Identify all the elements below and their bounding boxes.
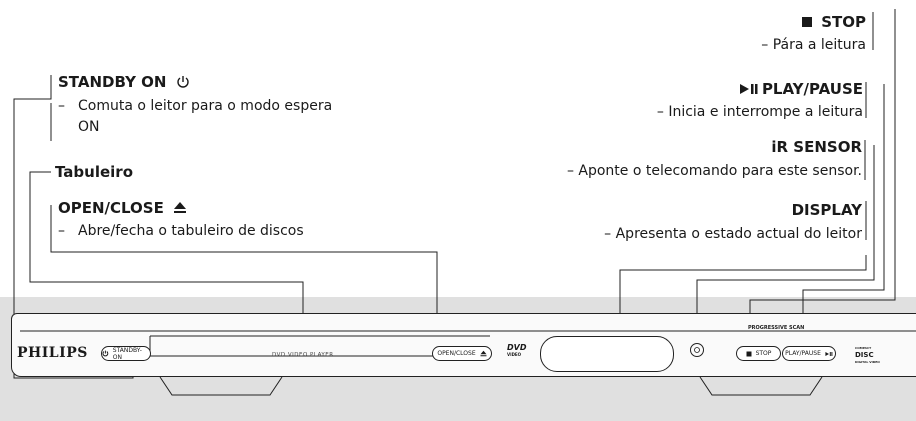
dvd-player-front	[11, 313, 916, 377]
play-pause-icon	[825, 351, 833, 356]
progressive-scan-label: PROGRESSIVE SCAN	[748, 325, 805, 331]
display-title: DISPLAY	[791, 201, 862, 219]
eject-icon	[174, 202, 187, 213]
standby-desc-line2: ON	[78, 119, 100, 135]
display-desc: – Apresenta o estado actual do leitor	[604, 226, 862, 242]
play-pause-desc: – Inicia e interrompe a leitura	[656, 104, 863, 120]
philips-logo: PHILIPS	[17, 345, 88, 361]
ir-sensor-icon	[694, 347, 700, 353]
open-close-desc: –Abre/fecha o tabuleiro de discos	[58, 223, 304, 239]
play-pause-icon	[739, 84, 758, 94]
dvd-video-logo: DVD VIDEO	[507, 343, 527, 357]
ir-sensor-title: iR SENSOR	[771, 138, 862, 156]
power-icon	[102, 350, 109, 357]
stop-button[interactable]: STOP	[736, 346, 781, 361]
open-close-title: OPEN/CLOSE	[58, 199, 187, 217]
disc-tray-label: DVD VIDEO PLAYER	[272, 352, 334, 358]
play-pause-title: PLAY/PAUSE	[739, 80, 863, 98]
compact-disc-logo: COMPACT DISC DIGITAL VIDEO	[855, 346, 880, 364]
display-window	[540, 336, 674, 372]
standby-on-button[interactable]: STANDBY-ON	[101, 346, 151, 361]
eject-icon	[480, 350, 487, 357]
open-close-button[interactable]: OPEN/CLOSE	[432, 346, 492, 361]
ir-sensor-desc: – Aponte o telecomando para este sensor.	[566, 163, 862, 179]
standby-title: STANDBY ON	[58, 73, 190, 91]
stop-square-icon	[746, 351, 752, 356]
play-pause-button[interactable]: PLAY/PAUSE	[782, 346, 836, 361]
standby-desc-line1: –Comuta o leitor para o modo espera	[58, 98, 333, 114]
stop-title: STOP	[801, 13, 866, 31]
ir-sensor-window	[690, 343, 704, 357]
stop-desc: – Pára a leitura	[761, 37, 866, 53]
power-icon	[177, 76, 189, 88]
tray-title: Tabuleiro	[55, 163, 133, 181]
stop-square-icon	[802, 17, 813, 27]
